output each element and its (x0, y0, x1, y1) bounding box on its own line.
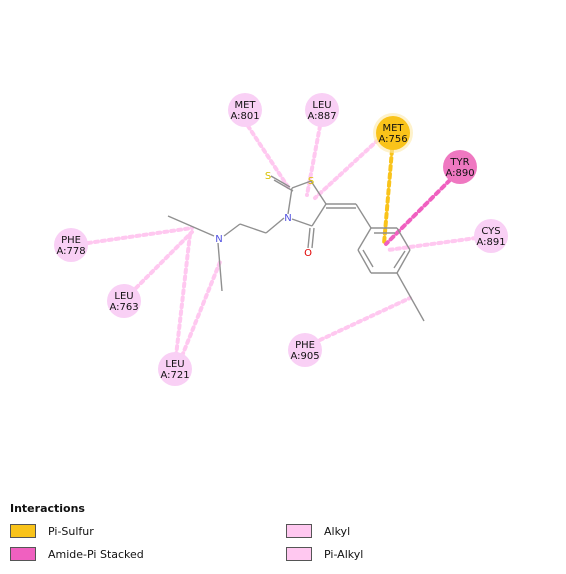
atom-o: O (304, 248, 312, 259)
svg-text:TYR: TYR (449, 157, 469, 168)
line-leu721-a (174, 232, 192, 358)
legend: Interactions Pi-Sulfur Amide-Pi Stacked … (10, 502, 560, 570)
atom-labels: S S N N O (215, 171, 314, 259)
legend-item-amide-pi: Amide-Pi Stacked (10, 545, 144, 563)
residue-phe905: PHE A:905 (288, 333, 322, 367)
atom-s-ring: S (308, 176, 314, 187)
svg-text:LEU: LEU (165, 359, 184, 370)
svg-text:CYS: CYS (481, 226, 500, 237)
line-leu721-b (180, 260, 222, 358)
legend-swatch-pi-alkyl (286, 547, 312, 561)
atom-s-thione: S (265, 171, 271, 182)
line-phe778 (86, 226, 194, 245)
interaction-lines (86, 124, 478, 358)
line-leu887 (305, 124, 322, 197)
svg-text:MET: MET (382, 123, 404, 134)
atom-n-ring: N (284, 213, 291, 224)
line-met756-pi-sulfur (382, 148, 394, 246)
svg-text:A:721: A:721 (160, 370, 189, 381)
svg-text:A:801: A:801 (230, 111, 259, 122)
line-met756-leu (313, 138, 380, 200)
svg-text:A:763: A:763 (109, 302, 138, 313)
residue-leu887: LEU A:887 (305, 93, 339, 127)
line-met801 (246, 124, 292, 192)
svg-text:PHE: PHE (61, 235, 81, 246)
svg-text:A:756: A:756 (378, 134, 407, 145)
svg-text:PHE: PHE (295, 340, 315, 351)
legend-swatch-amide-pi (10, 547, 36, 561)
legend-swatch-alkyl (286, 524, 312, 538)
legend-item-pi-alkyl: Pi-Alkyl (286, 545, 363, 563)
svg-text:A:887: A:887 (307, 111, 336, 122)
svg-text:LEU: LEU (114, 291, 133, 302)
residue-cys891: CYS A:891 (474, 219, 508, 253)
legend-swatch-pi-sulfur (10, 524, 36, 538)
svg-text:A:778: A:778 (56, 246, 85, 257)
svg-text:A:891: A:891 (476, 237, 505, 248)
legend-item-pi-sulfur: Pi-Sulfur (10, 522, 94, 540)
svg-text:A:905: A:905 (290, 351, 319, 362)
residue-leu763: LEU A:763 (107, 284, 141, 318)
atom-n-amine: N (215, 234, 222, 245)
residue-met801: MET A:801 (228, 93, 262, 127)
residue-leu721: LEU A:721 (158, 352, 192, 386)
svg-text:MET: MET (234, 100, 256, 111)
legend-title: Interactions (10, 502, 85, 515)
ligand-bonds (167, 175, 425, 322)
svg-text:A:890: A:890 (445, 168, 474, 179)
line-phe905 (318, 296, 412, 342)
residue-met756: MET A:756 (373, 113, 413, 153)
residue-tyr890: TYR A:890 (443, 150, 477, 184)
svg-text:LEU: LEU (312, 100, 331, 111)
legend-item-alkyl: Alkyl (286, 522, 350, 540)
interaction-diagram: S S N N O MET A:801 LEU A:887 MET A:756 … (54, 93, 508, 386)
residue-phe778: PHE A:778 (54, 228, 88, 262)
line-tyr890 (384, 178, 452, 246)
residue-nodes: MET A:801 LEU A:887 MET A:756 TYR A:890 … (54, 93, 508, 386)
line-leu763 (134, 230, 194, 290)
line-cys891 (386, 236, 478, 252)
